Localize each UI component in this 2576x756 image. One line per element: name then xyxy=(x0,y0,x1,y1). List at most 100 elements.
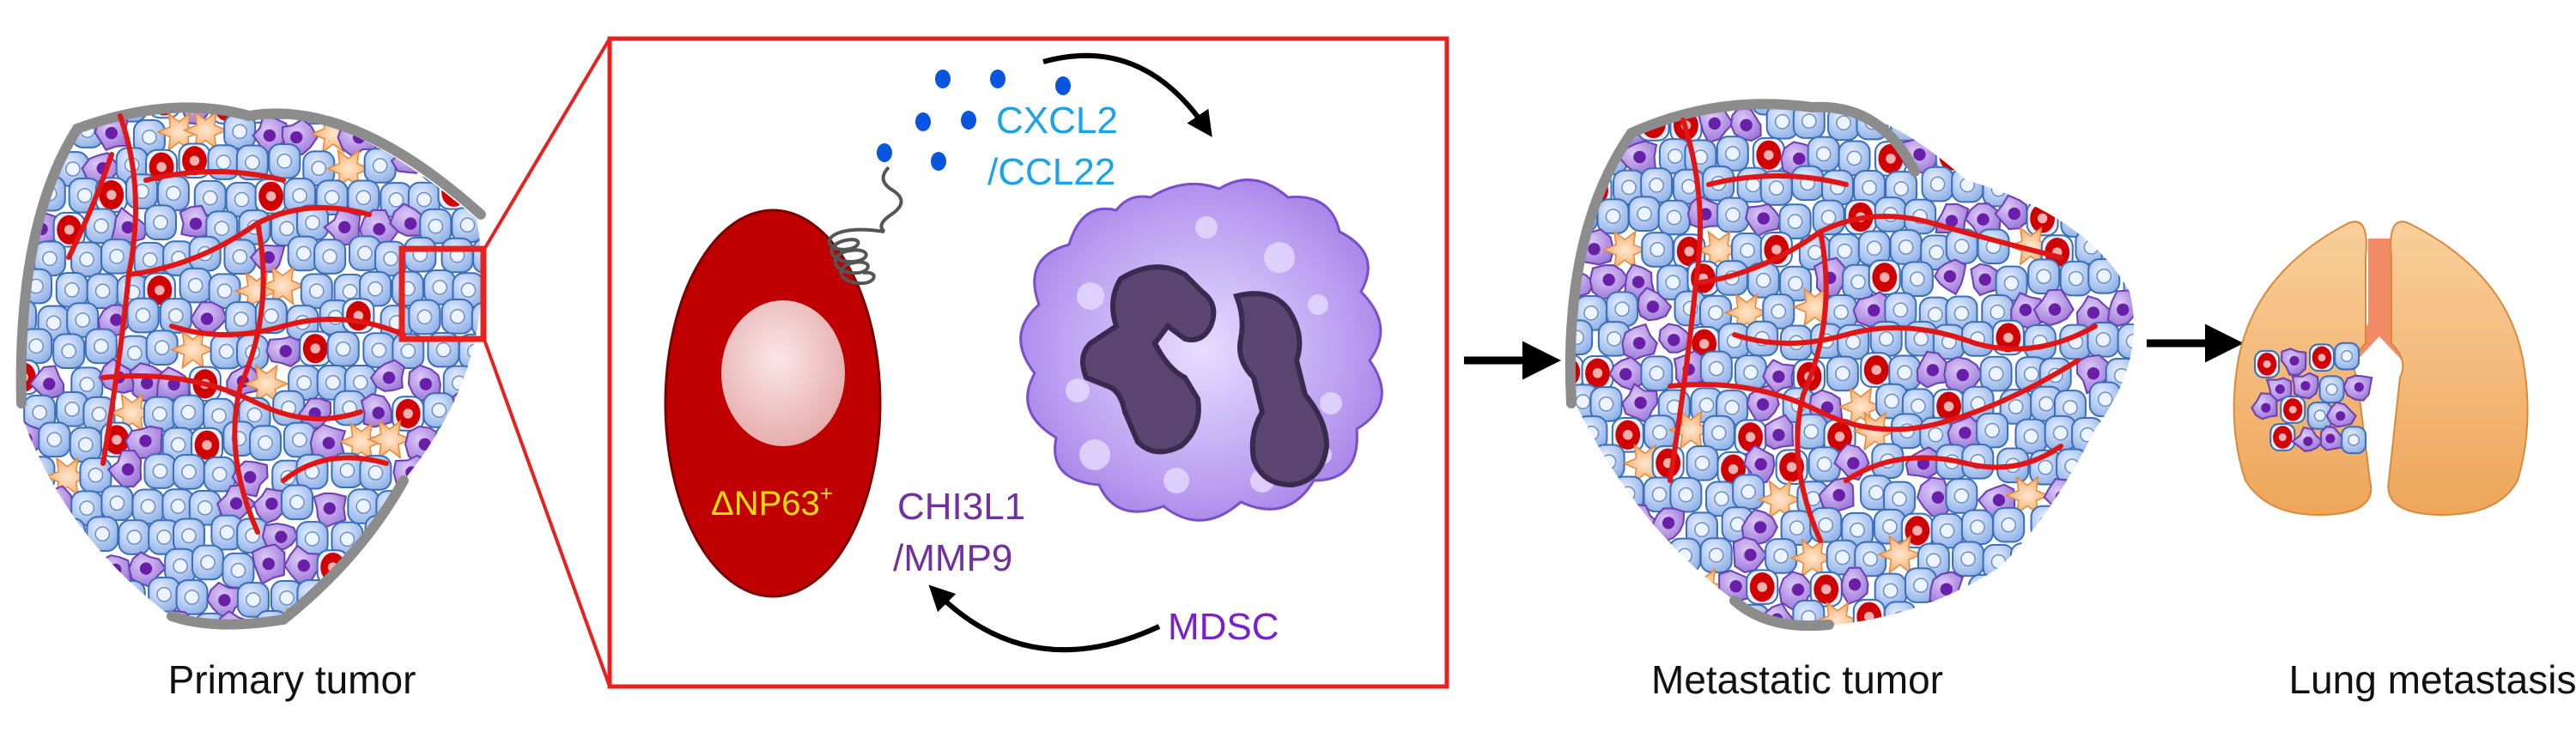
epithelial-cell xyxy=(287,235,320,272)
mdsc-cell-small xyxy=(1905,446,1940,479)
mdsc-cell-small xyxy=(1658,323,1694,354)
zoom-line-top xyxy=(482,37,611,252)
mdsc-cell-small xyxy=(17,177,39,216)
epithelial-cell xyxy=(2044,414,2077,451)
epithelial-cell xyxy=(422,392,456,428)
lung-illustration xyxy=(2233,221,2529,517)
epithelial-cell xyxy=(1734,354,1767,390)
dnp63-cell-small xyxy=(1643,540,1676,576)
epithelial-cell xyxy=(434,423,468,460)
epithelial-cell xyxy=(100,485,134,522)
epithelial-cell xyxy=(1765,538,1798,574)
dnp63-cell-small xyxy=(178,142,211,179)
epithelial-cell xyxy=(1951,166,1984,203)
epithelial-cell xyxy=(126,297,160,334)
epithelial-cell xyxy=(143,453,177,489)
epithelial-cell xyxy=(1762,293,1795,330)
fibroblast-cell xyxy=(169,330,216,370)
epithelial-cell xyxy=(1628,574,1662,611)
epithelial-cell xyxy=(296,204,330,241)
mdsc-cell-small xyxy=(2075,354,2111,395)
epithelial-cell xyxy=(1589,386,1623,422)
mdsc-cell-small xyxy=(1570,604,1583,627)
mdsc-cell-small xyxy=(1570,510,1598,548)
zoom-region-box xyxy=(398,245,487,342)
epithelial-cell xyxy=(70,241,104,278)
epithelial-cell xyxy=(2014,165,2047,202)
epithelial-cell xyxy=(2105,173,2134,209)
mdsc-cell-small xyxy=(1916,350,1954,389)
epithelial-cell xyxy=(86,273,119,309)
epithelial-cell xyxy=(1656,264,1690,300)
mdsc-cell-small xyxy=(2008,105,2050,139)
mdsc-label: MDSC xyxy=(1168,606,1279,648)
dnp63-cell-small xyxy=(17,117,37,153)
dnp63-cell-small xyxy=(1994,572,2027,608)
epithelial-cell xyxy=(1765,104,1799,140)
epithelial-cell xyxy=(1570,569,1599,606)
mdsc-cell-small xyxy=(369,359,405,392)
mdsc-cell-small xyxy=(2290,426,2324,452)
epithelial-cell xyxy=(2075,599,2109,627)
epithelial-cell xyxy=(82,396,116,432)
mdsc-cell-small xyxy=(2325,401,2357,428)
epithelial-cell xyxy=(1570,448,1597,485)
epithelial-cell xyxy=(1951,104,1984,140)
epithelial-cell xyxy=(453,148,483,184)
epithelial-cell xyxy=(393,580,427,617)
epithelial-cell xyxy=(2014,356,2048,392)
mdsc-cell-small xyxy=(2342,374,2373,402)
epithelial-cell xyxy=(440,299,474,335)
epithelial-cell xyxy=(67,608,100,624)
epithelial-cell xyxy=(348,235,381,271)
epithelial-cell xyxy=(50,107,83,124)
epithelial-cell xyxy=(2030,505,2063,541)
epithelial-cell xyxy=(452,582,483,619)
epithelial-cell xyxy=(25,519,58,556)
mdsc-cell-small xyxy=(96,554,132,588)
epithelial-cell xyxy=(1935,104,1968,115)
mdsc-cell-small xyxy=(1978,107,2023,149)
dnp63-cell-small xyxy=(342,298,375,334)
epithelial-cell xyxy=(2071,416,2105,453)
epithelial-cell xyxy=(118,519,151,555)
mdsc-cell-small xyxy=(2319,426,2344,451)
epithelial-cell xyxy=(1593,505,1626,541)
epithelial-cell xyxy=(1883,601,1917,627)
dnp63-cell-small xyxy=(1575,105,1608,141)
curved-arrow-icon xyxy=(928,584,1161,653)
epithelial-cell xyxy=(1900,261,1934,297)
epithelial-cell xyxy=(1640,355,1674,391)
epithelial-cell xyxy=(2014,602,2048,627)
epithelial-cell xyxy=(1669,476,1703,513)
dnp63-cell-small xyxy=(1852,598,1886,627)
epithelial-cell xyxy=(1570,104,1600,109)
epithelial-cell xyxy=(1716,136,1749,172)
epithelial-cell xyxy=(2071,481,2105,517)
epithelial-cell xyxy=(347,488,380,524)
epithelial-cell xyxy=(38,421,71,458)
epithelial-cell xyxy=(1642,603,1675,627)
epithelial-cell xyxy=(55,271,88,308)
dnp63-cell-small xyxy=(1809,571,1843,608)
tumor-capsule xyxy=(1564,99,1920,632)
epithelial-cell xyxy=(1998,135,2032,172)
dnp63-cell-small xyxy=(52,211,86,248)
mdsc-cell-small xyxy=(2044,542,2083,578)
receptor-icon xyxy=(827,166,903,286)
dnp63-cell-small xyxy=(1659,574,1692,611)
epithelial-cell xyxy=(2061,573,2094,610)
fibroblast-cell xyxy=(2067,540,2114,580)
epithelial-cell xyxy=(1854,541,1887,578)
epithelial-cell xyxy=(1657,199,1691,236)
epithelial-cell xyxy=(456,457,483,493)
epithelial-cell xyxy=(1791,165,1825,202)
epithelial-cell xyxy=(1874,572,1907,609)
epithelial-cell xyxy=(1596,198,1630,234)
epithelial-cell xyxy=(1607,543,1640,580)
blood-vessels xyxy=(1668,118,2098,543)
epithelial-cell xyxy=(1716,197,1750,233)
epithelial-cell xyxy=(2059,260,2093,297)
epithelial-cell xyxy=(131,488,165,525)
epithelial-cell xyxy=(2022,136,2056,172)
